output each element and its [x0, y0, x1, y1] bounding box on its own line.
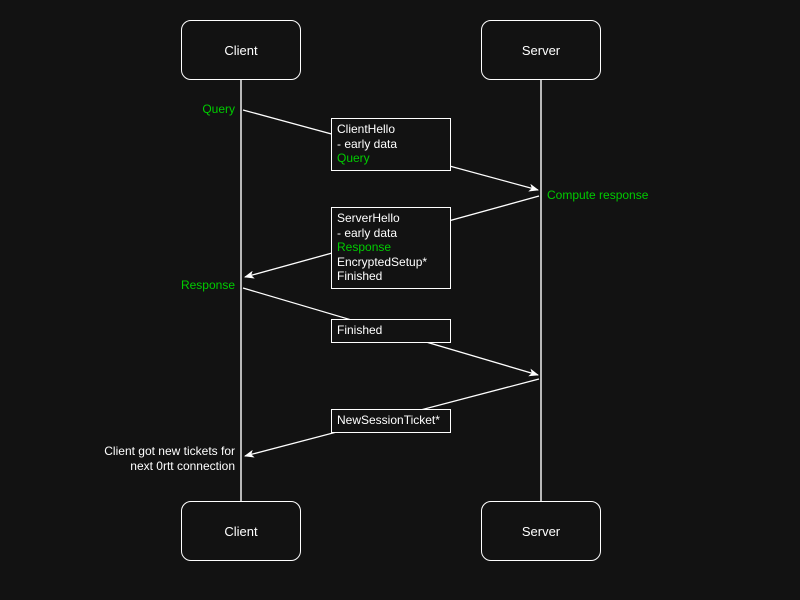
message-box-finished[interactable]: Finished — [331, 319, 451, 343]
message-line: - early data — [337, 225, 398, 240]
actor-server-top[interactable]: Server — [481, 20, 601, 80]
message-line: ClientHello — [337, 122, 396, 136]
message-line: Finished — [337, 323, 383, 337]
note-compute-response: Compute response — [547, 188, 648, 203]
note-client-tickets-line-1: Client got new tickets for — [104, 444, 235, 458]
note-client-tickets-line-2: next 0rtt connection — [130, 458, 235, 473]
actor-server-bottom-label: Server — [521, 523, 561, 539]
message-box-new-session-ticket[interactable]: NewSessionTicket* — [331, 409, 451, 433]
message-line: - early data — [337, 136, 398, 151]
note-client-tickets: Client got new tickets for next 0rtt con… — [60, 444, 235, 473]
note-response: Response — [120, 278, 235, 293]
message-line: NewSessionTicket* — [337, 413, 440, 427]
message-line: Finished — [337, 269, 383, 283]
note-query-label: Query — [202, 102, 235, 116]
note-compute-response-label: Compute response — [547, 188, 649, 202]
message-line: EncryptedSetup* — [337, 254, 428, 269]
message-box-server-hello[interactable]: ServerHello - early data Response Encryp… — [331, 207, 451, 289]
message-line: Response — [337, 240, 392, 254]
actor-server-bottom[interactable]: Server — [481, 501, 601, 561]
message-line: Query — [337, 151, 370, 165]
actor-client-bottom[interactable]: Client — [181, 501, 301, 561]
actor-client-bottom-label: Client — [224, 523, 258, 539]
note-response-label: Response — [180, 278, 235, 292]
note-query: Query — [120, 102, 235, 117]
actor-client-top[interactable]: Client — [181, 20, 301, 80]
actor-client-top-label: Client — [224, 42, 258, 58]
message-line: ServerHello — [337, 211, 400, 225]
message-box-client-hello[interactable]: ClientHello - early data Query — [331, 118, 451, 171]
actor-server-top-label: Server — [521, 42, 561, 58]
